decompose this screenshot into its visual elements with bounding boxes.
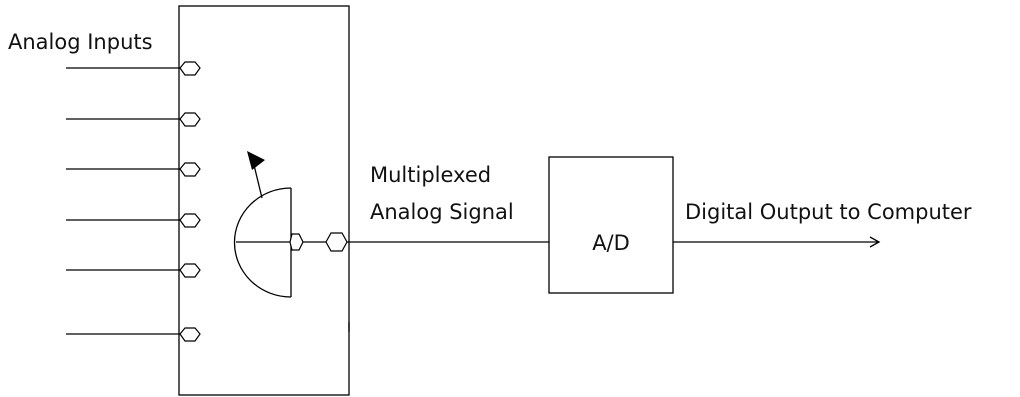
multiplexed-label: Multiplexed [370, 163, 491, 187]
switch-output-port [289, 233, 304, 251]
multiplexer-output-port [325, 232, 348, 252]
output-arrowhead [869, 236, 881, 248]
selector-pointer-arrowhead [247, 151, 265, 170]
input-port-4 [179, 213, 201, 228]
selector-dial [233, 187, 292, 298]
selector-pointer [253, 164, 263, 199]
analog-inputs-label: Analog Inputs [8, 30, 153, 54]
ad-converter-box [548, 156, 674, 294]
input-port-5 [179, 263, 201, 278]
input-port-3 [179, 162, 201, 177]
input-port-2 [179, 112, 201, 127]
multiplexer-box [178, 5, 350, 396]
input-port-6 [179, 327, 201, 342]
input-port-1 [179, 61, 201, 76]
ad-converter-label: A/D [592, 231, 630, 255]
analog-signal-label: Analog Signal [370, 200, 514, 224]
digital-output-label: Digital Output to Computer [685, 200, 972, 224]
